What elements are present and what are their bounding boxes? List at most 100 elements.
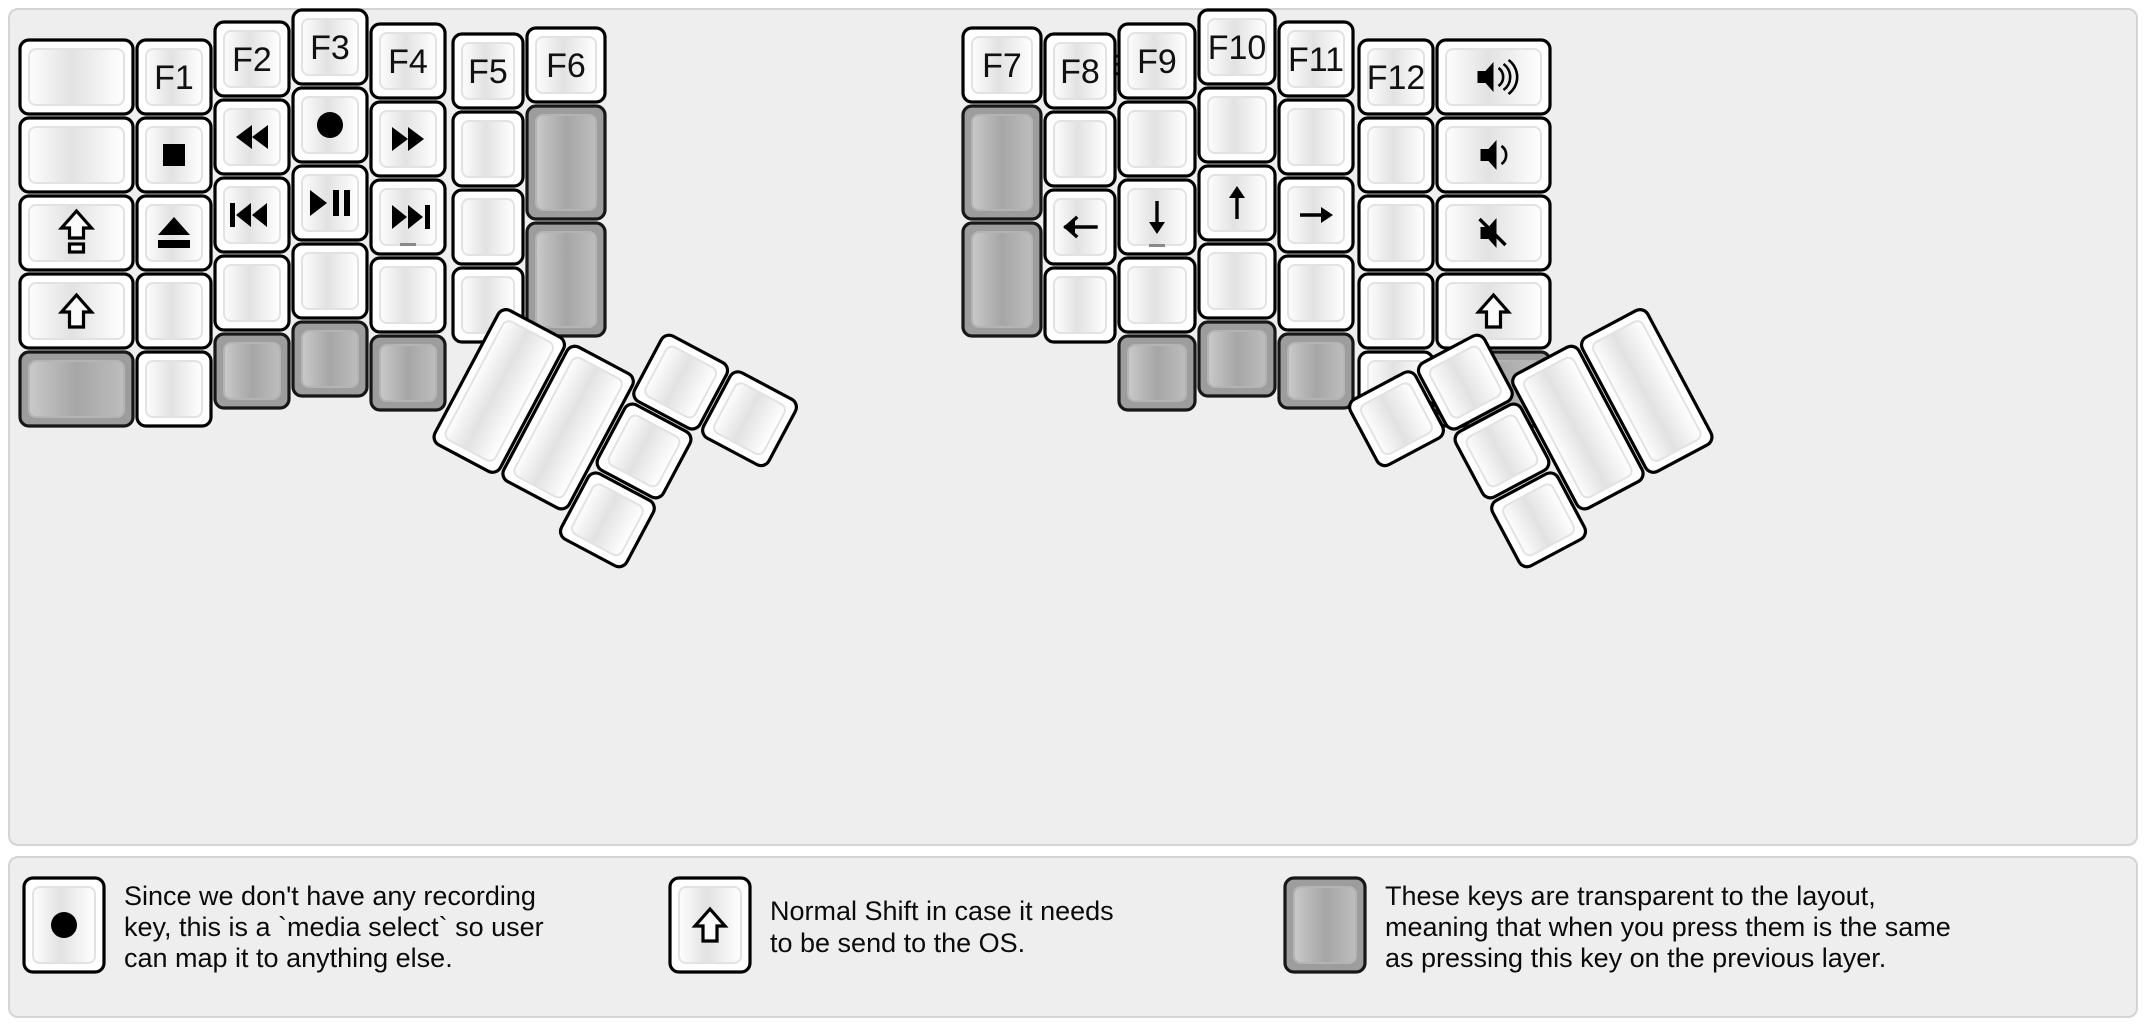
legend-keycap-shift-cap[interactable]: [668, 876, 752, 974]
legend-keycap-record: [22, 876, 106, 974]
key-right-col-pinky-r3[interactable]: [1357, 194, 1435, 272]
key-right-col-pinky-outer-r1[interactable]: [1435, 38, 1552, 116]
keycap-face: [379, 266, 437, 324]
keycap-face: [444, 320, 554, 462]
key-left-col-middle-r4[interactable]: [291, 242, 369, 320]
legend-item-shift: Normal Shift in case it needs to be send…: [668, 876, 1114, 979]
legend-key-shift: [668, 876, 752, 979]
key-thumb-l-4[interactable]: [699, 369, 799, 469]
key-thumb-l-1[interactable]: [431, 306, 568, 475]
key-thumb-r-1[interactable]: [1578, 306, 1715, 475]
key-right-col-inner-r2[interactable]: [961, 104, 1043, 221]
key-thumb-r-2[interactable]: [1510, 343, 1647, 512]
key-left-col-ring-r1[interactable]: F2: [213, 20, 291, 98]
key-right-col-middle-r3[interactable]: [1197, 164, 1277, 242]
key-left-col-ring-r4[interactable]: [213, 254, 291, 332]
key-right-col-ring-r4[interactable]: [1277, 254, 1355, 332]
legend-item-record: Since we don't have any recording key, t…: [22, 876, 544, 979]
rewind-icon: [236, 125, 268, 149]
legend-text-transparent: These keys are transparent to the layout…: [1385, 880, 1951, 974]
keycap-face: [1287, 264, 1345, 322]
keycap-face: [1367, 48, 1425, 106]
keycap-face: [1502, 483, 1575, 557]
key-right-col-inner-r1[interactable]: F7: [961, 26, 1043, 104]
key-left-col-index-r3[interactable]: [369, 178, 447, 256]
key-left-col-index-inner-r3[interactable]: [451, 188, 525, 266]
keycap-face: [607, 414, 681, 488]
key-left-col-middle-r5[interactable]: [291, 320, 369, 398]
keycap-face: [223, 264, 281, 322]
key-left-col-middle-r3[interactable]: [291, 164, 369, 242]
key-right-col-ring-r3[interactable]: [1277, 176, 1355, 254]
key-left-col-pinky-outer-r5[interactable]: [18, 350, 135, 428]
key-right-col-middle-r4[interactable]: [1197, 242, 1277, 320]
key-left-col-pinky-r5[interactable]: [135, 350, 213, 428]
key-thumb-l-3[interactable]: [631, 332, 731, 432]
keycap-label: F6: [546, 47, 586, 85]
key-thumb-r-6[interactable]: [1489, 470, 1589, 570]
key-left-col-pinky-outer-r2[interactable]: [18, 116, 135, 194]
key-left-col-pinky-r3[interactable]: [135, 194, 213, 272]
keycap-face: [535, 114, 597, 211]
key-left-col-middle-r2[interactable]: [291, 86, 369, 164]
key-right-col-ring-r5[interactable]: [1277, 332, 1355, 410]
key-right-col-pinky-r2[interactable]: [1357, 116, 1435, 194]
key-right-col-index-inner-r2[interactable]: [1043, 110, 1117, 188]
key-left-col-pinky-r4[interactable]: [135, 272, 213, 350]
shift-icon: [1474, 292, 1513, 329]
key-right-col-index-r3[interactable]: [1117, 178, 1197, 256]
key-left-col-ring-r3[interactable]: [213, 176, 291, 254]
key-right-col-middle-r1[interactable]: F10: [1197, 8, 1277, 86]
key-right-col-ring-r2[interactable]: [1277, 98, 1355, 176]
key-left-col-pinky-outer-r4[interactable]: [18, 272, 135, 350]
key-right-col-index-r1[interactable]: F9: [1117, 22, 1197, 100]
key-left-col-index-r1[interactable]: F4: [369, 22, 447, 100]
key-right-col-pinky-r1[interactable]: F12: [1357, 38, 1435, 116]
legend-keycap-record-cap[interactable]: [22, 876, 106, 974]
key-left-col-index-inner-r1[interactable]: F5: [451, 32, 525, 110]
key-thumb-l-6[interactable]: [557, 470, 657, 570]
key-left-col-ring-r2[interactable]: [213, 98, 291, 176]
keycap-face: [301, 330, 359, 388]
keycap-face: [1127, 344, 1187, 402]
key-thumb-l-2[interactable]: [500, 343, 637, 512]
key-right-col-index-inner-r1[interactable]: F8: [1043, 32, 1117, 110]
key-thumb-r-4[interactable]: [1346, 369, 1446, 469]
key-left-col-inner-r3[interactable]: [525, 221, 607, 338]
key-left-col-ring-r5[interactable]: [213, 332, 291, 410]
key-right-col-middle-r2[interactable]: [1197, 86, 1277, 164]
key-right-col-pinky-outer-r4[interactable]: [1435, 272, 1552, 350]
key-right-col-inner-r3[interactable]: [961, 221, 1043, 338]
key-left-col-index-r4[interactable]: [369, 256, 447, 334]
key-right-col-middle-r5[interactable]: [1197, 320, 1277, 398]
key-left-col-inner-r1[interactable]: F6: [525, 26, 607, 104]
key-left-col-pinky-outer-r1[interactable]: [18, 38, 135, 116]
legend-text-shift: Normal Shift in case it needs to be send…: [770, 896, 1114, 958]
key-left-col-index-r5[interactable]: [369, 334, 447, 412]
legend-keycap-transparent-cap[interactable]: [1283, 876, 1367, 974]
key-right-col-index-inner-r3[interactable]: [1043, 188, 1117, 266]
keycap-face: [1053, 42, 1107, 100]
key-thumb-r-3[interactable]: [1415, 332, 1515, 432]
key-right-col-index-inner-r4[interactable]: [1043, 266, 1117, 344]
key-thumb-l-5[interactable]: [594, 401, 694, 501]
arrow-up-icon: [1229, 186, 1245, 219]
key-left-col-pinky-r2[interactable]: [135, 116, 213, 194]
key-right-col-ring-r1[interactable]: F11: [1277, 20, 1355, 98]
key-left-col-inner-r2[interactable]: [525, 104, 607, 221]
keycap-face: [1523, 356, 1633, 499]
key-right-col-pinky-outer-r3[interactable]: [1435, 194, 1552, 272]
key-right-col-index-r2[interactable]: [1117, 100, 1197, 178]
key-left-col-index-r2[interactable]: [369, 100, 447, 178]
key-left-col-index-inner-r2[interactable]: [451, 110, 525, 188]
key-right-col-pinky-r4[interactable]: [1357, 272, 1435, 350]
key-left-col-pinky-outer-r3[interactable]: [18, 194, 135, 272]
key-right-col-pinky-outer-r2[interactable]: [1435, 116, 1552, 194]
key-right-col-index-r5[interactable]: [1117, 334, 1197, 412]
keycap-face: [1207, 18, 1267, 76]
key-left-col-pinky-r1[interactable]: F1: [135, 38, 213, 116]
key-thumb-r-5[interactable]: [1452, 401, 1552, 501]
key-right-col-index-r4[interactable]: [1117, 256, 1197, 334]
key-left-col-middle-r1[interactable]: F3: [291, 8, 369, 86]
